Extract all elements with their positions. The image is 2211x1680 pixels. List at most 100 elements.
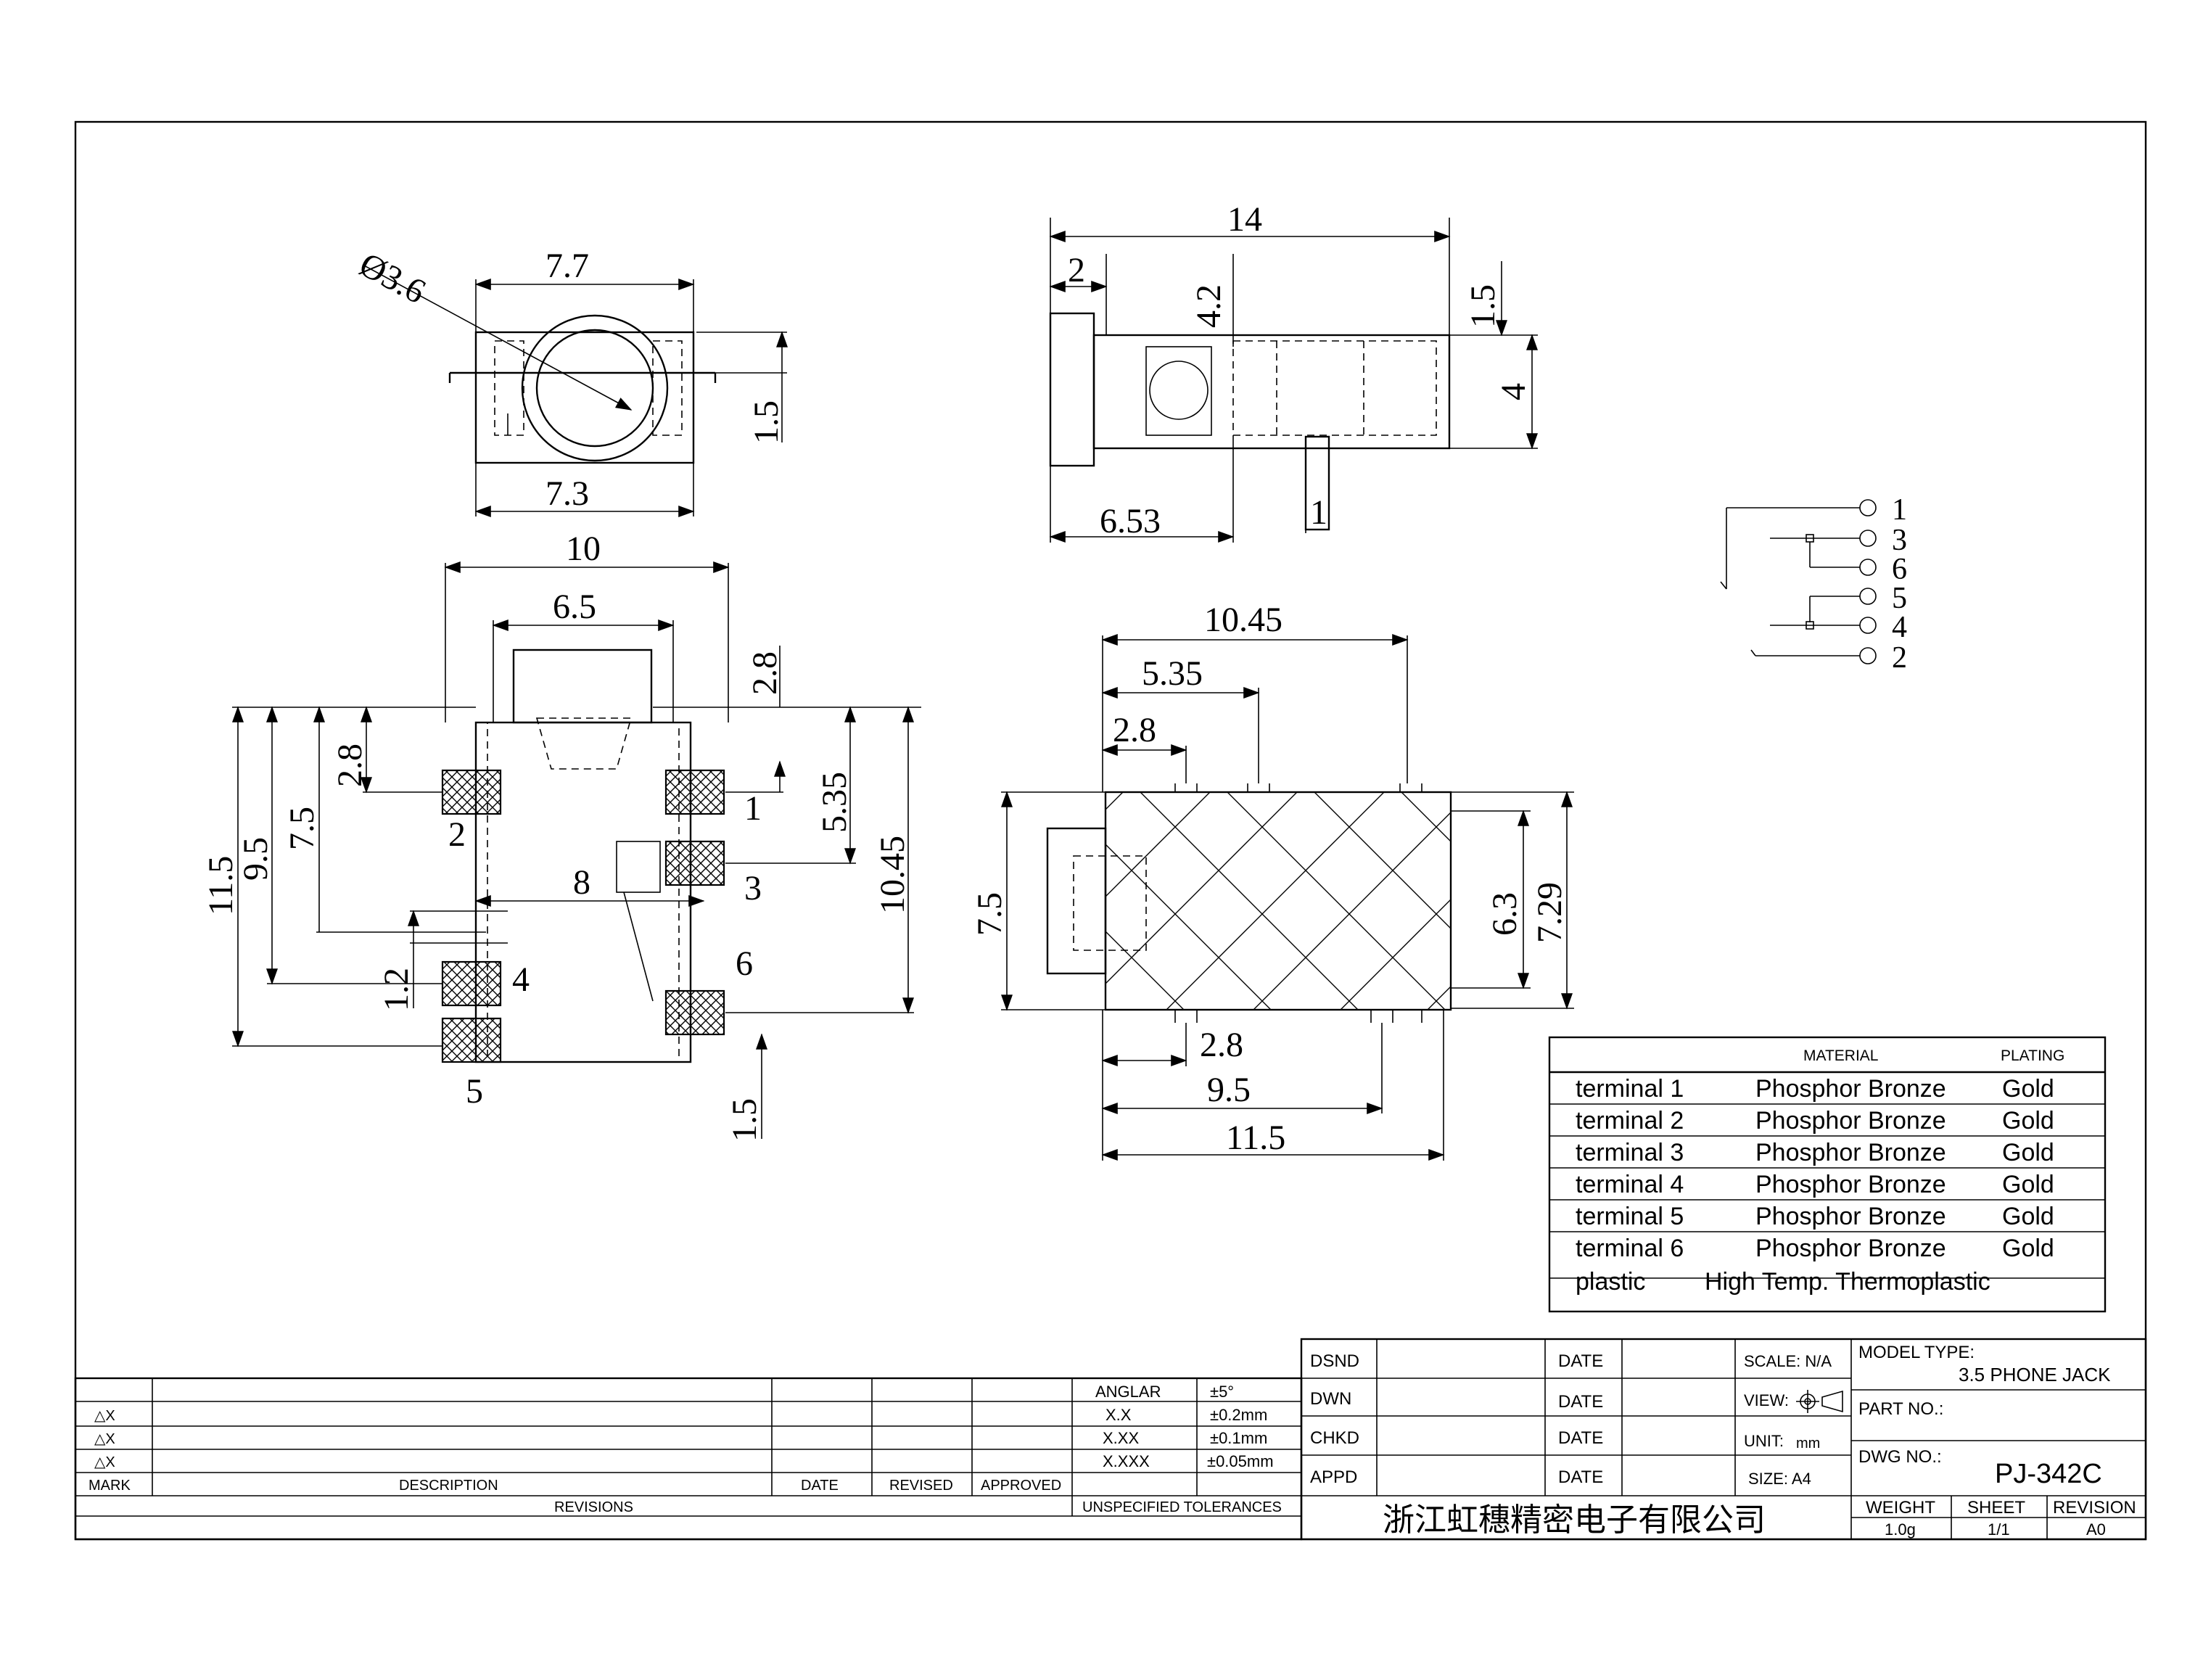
schematic-label-3: 3	[1892, 524, 1907, 557]
material-plastic-material: High Temp. Thermoplastic	[1705, 1268, 1990, 1296]
dim-bottom-535: 5.35	[1142, 654, 1203, 693]
material-row-material: Phosphor Bronze	[1755, 1075, 1946, 1103]
revised-header: REVISED	[889, 1478, 953, 1494]
weight-value: 1.0g	[1885, 1520, 1916, 1539]
tolerance-value: ±0.1mm	[1210, 1429, 1267, 1447]
mark-header: MARK	[88, 1478, 131, 1494]
appd-label: APPD	[1310, 1467, 1357, 1487]
schematic-label-6: 6	[1892, 553, 1907, 586]
revisions-block: △X △X △X MARK DESCRIPTION DATE REVISED A…	[74, 1377, 1303, 1541]
dim-plan-width: 10	[566, 530, 601, 568]
date-label: DATE	[1558, 1428, 1603, 1448]
dim-bottom-28-top: 2.8	[1113, 711, 1156, 749]
dim-front-top: 7.7	[545, 247, 589, 285]
material-row-part: terminal 6	[1576, 1235, 1684, 1262]
revisions-footer: REVISIONS	[554, 1499, 633, 1515]
dim-plan-12: 1.2	[377, 968, 416, 1011]
dim-plan-15: 1.5	[725, 1098, 764, 1142]
tolerance-value: ±5°	[1210, 1383, 1234, 1401]
scale-label: SCALE: N/A	[1744, 1352, 1832, 1370]
pin-label-6: 6	[736, 944, 753, 983]
dim-side-42: 4.2	[1190, 284, 1228, 328]
description-header: DESCRIPTION	[399, 1478, 498, 1494]
dim-front-dia: Ø3.6	[353, 245, 432, 311]
projection-icon	[1796, 1390, 1843, 1413]
dim-plan-28-top: 2.8	[746, 651, 784, 695]
size-label: SIZE: A4	[1748, 1470, 1811, 1488]
revision-value: A0	[2086, 1520, 2106, 1539]
unit-label: UNIT:	[1744, 1432, 1784, 1450]
dim-bottom-75: 7.5	[971, 892, 1009, 936]
schematic-label-4: 4	[1892, 611, 1907, 644]
chkd-label: CHKD	[1310, 1428, 1359, 1448]
material-row-plating: Gold	[2002, 1139, 2054, 1166]
side-view: 14 2 4.2 1.5 4 6.53 1	[1049, 200, 1538, 543]
dim-bottom-28-bot: 2.8	[1200, 1026, 1243, 1064]
title-block: DSND DWN CHKD APPD DATE DATE DATE DATE S…	[1300, 1338, 2147, 1541]
date-label: DATE	[1558, 1351, 1603, 1371]
pin-label-3: 3	[744, 869, 762, 907]
material-table: MATERIAL PLATING terminal 1 Phosphor Bro…	[1548, 1036, 2107, 1313]
dim-side-overall: 14	[1227, 200, 1262, 239]
material-row-material: Phosphor Bronze	[1755, 1139, 1946, 1166]
front-view: Ø3.6 7.7 7.3 1.5	[353, 245, 788, 517]
dim-bottom-63: 6.3	[1486, 892, 1524, 936]
date-header: DATE	[801, 1478, 839, 1494]
material-row-part: terminal 3	[1576, 1139, 1684, 1166]
plan-view: 10 6.5 2.8 2.8 5.35 10.45 11.5 9.5 7.5 8…	[202, 530, 921, 1142]
dim-plan-535: 5.35	[815, 772, 854, 833]
revision-mark: △X	[94, 1431, 115, 1447]
model-type-value: 3.5 PHONE JACK	[1959, 1364, 2111, 1385]
schematic-label-1: 1	[1892, 493, 1907, 527]
dim-bottom-95: 9.5	[1207, 1071, 1251, 1109]
dwg-no-value: PJ-342C	[1995, 1459, 2102, 1489]
material-plastic-part: plastic	[1576, 1268, 1645, 1296]
dim-side-pin: 1	[1310, 493, 1327, 532]
dim-front-right: 1.5	[747, 400, 786, 444]
part-no-label: PART NO.:	[1858, 1399, 1943, 1419]
material-row-part: terminal 5	[1576, 1203, 1684, 1230]
schematic-label-5: 5	[1892, 582, 1907, 615]
schematic-label-2: 2	[1892, 641, 1907, 675]
pin-schematic: 1 3 6 5 4 2	[1720, 493, 1907, 675]
pin-label-1: 1	[744, 789, 762, 828]
material-row-material: Phosphor Bronze	[1755, 1235, 1946, 1262]
dim-plan-95: 9.5	[236, 837, 275, 881]
dim-bottom-115: 11.5	[1226, 1119, 1285, 1157]
dim-front-bottom: 7.3	[545, 474, 589, 513]
pin-label-2: 2	[448, 815, 466, 854]
dim-bottom-729: 7.29	[1531, 882, 1569, 943]
material-row-plating: Gold	[2002, 1107, 2054, 1135]
dim-plan-115: 11.5	[202, 856, 240, 915]
dim-side-653: 6.53	[1100, 502, 1161, 540]
material-row-material: Phosphor Bronze	[1755, 1107, 1946, 1135]
dsnd-label: DSND	[1310, 1351, 1359, 1371]
material-row-plating: Gold	[2002, 1171, 2054, 1198]
pin-label-4: 4	[512, 960, 530, 999]
material-row-plating: Gold	[2002, 1235, 2054, 1262]
dim-plan-28-left: 2.8	[331, 744, 369, 787]
approved-header: APPROVED	[981, 1478, 1061, 1494]
bottom-view: 10.45 5.35 2.8 7.5 6.3 7.29 2.8 9.5 11.5	[971, 601, 1574, 1161]
revision-label: REVISION	[2053, 1498, 2136, 1518]
dim-plan-inner: 6.5	[553, 588, 596, 626]
tolerance-value: ±0.2mm	[1210, 1406, 1267, 1424]
company-name: 浙江虹穗精密电子有限公司	[1383, 1502, 1766, 1538]
material-row-material: Phosphor Bronze	[1755, 1203, 1946, 1230]
dim-side-15: 1.5	[1464, 284, 1502, 328]
tolerance-label: ANGLAR	[1095, 1383, 1161, 1401]
tolerances-footer: UNSPECIFIED TOLERANCES	[1082, 1499, 1282, 1515]
pin-label-5: 5	[466, 1072, 483, 1111]
date-label: DATE	[1558, 1467, 1603, 1487]
tolerance-label: X.XX	[1103, 1429, 1139, 1447]
unit-value: mm	[1796, 1436, 1820, 1452]
material-row-plating: Gold	[2002, 1203, 2054, 1230]
dim-plan-75: 7.5	[283, 807, 321, 850]
plating-header: PLATING	[2001, 1047, 2064, 1064]
dwg-no-label: DWG NO.:	[1858, 1447, 1942, 1467]
tolerance-label: X.X	[1106, 1406, 1132, 1424]
revision-mark: △X	[94, 1408, 115, 1424]
dim-plan-1045: 10.45	[873, 836, 912, 914]
dim-bottom-1045: 10.45	[1204, 601, 1282, 639]
